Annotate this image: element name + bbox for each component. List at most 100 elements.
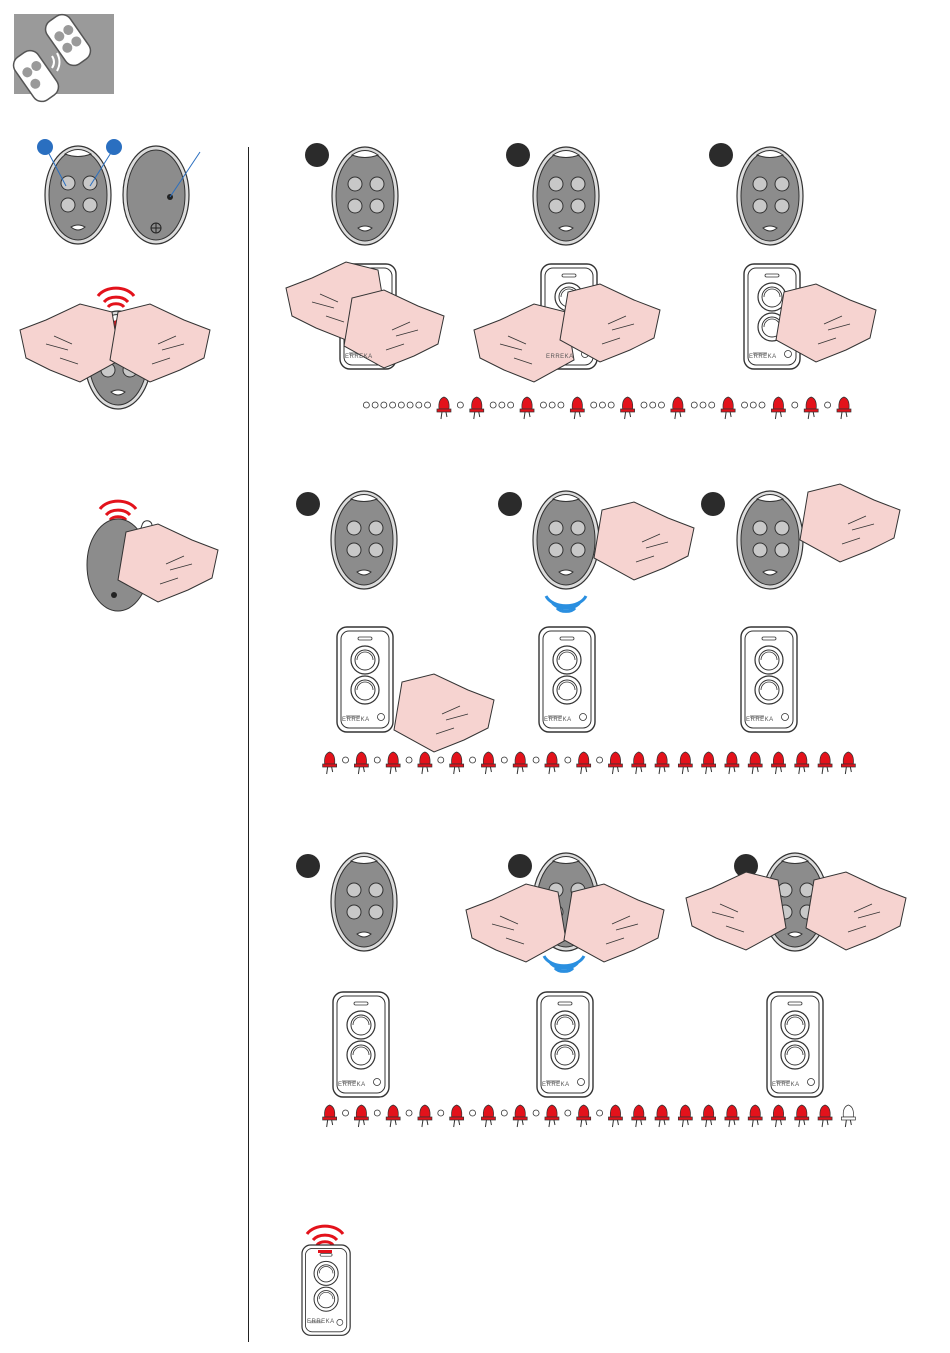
led-off-dot xyxy=(565,757,571,763)
led-off-dot xyxy=(658,402,664,408)
led-off-dot xyxy=(597,1110,603,1116)
remote-transmission-icon xyxy=(10,11,114,106)
led-red-icon xyxy=(818,752,832,774)
led-red-icon xyxy=(702,752,716,774)
step-marker-1 xyxy=(305,143,329,167)
led-red-icon xyxy=(450,1105,464,1127)
led-off-dot xyxy=(363,402,369,408)
step-marker-7 xyxy=(296,854,320,878)
led-off-dot xyxy=(565,1110,571,1116)
led-off-dot xyxy=(374,1110,380,1116)
led-off-dot xyxy=(825,402,831,408)
receiver-brand-label: ERREKA xyxy=(544,717,572,723)
led-off-dot xyxy=(457,402,463,408)
led-red-icon xyxy=(608,752,622,774)
led-off-dot xyxy=(438,757,444,763)
led-off-dot xyxy=(374,757,380,763)
led-off-dot xyxy=(599,402,605,408)
led-red-icon xyxy=(804,397,818,419)
led-red-icon xyxy=(655,1105,669,1127)
step-marker-5 xyxy=(498,492,522,516)
led-off-dot xyxy=(343,1110,349,1116)
led-off-dot xyxy=(490,402,496,408)
row3-steps xyxy=(296,853,906,1097)
two-hands-press-diagram xyxy=(20,288,210,409)
led-off-dot xyxy=(425,402,431,408)
row1-steps xyxy=(286,143,876,382)
led-red-icon xyxy=(725,752,739,774)
receiver-brand-label: ERREKA xyxy=(746,717,774,723)
led-off-dot xyxy=(709,402,715,408)
led-red-icon xyxy=(818,1105,832,1127)
led-off-dot xyxy=(540,402,546,408)
led-off-dot xyxy=(549,402,555,408)
pin-press-diagram xyxy=(87,501,218,611)
led-off-dot xyxy=(742,402,748,408)
led-off-dot xyxy=(650,402,656,408)
led-off-dot xyxy=(470,1110,476,1116)
led-red-icon xyxy=(450,752,464,774)
led-red-icon xyxy=(354,1105,368,1127)
step-marker-3 xyxy=(709,143,733,167)
info-marker-2 xyxy=(106,139,122,155)
led-red-icon xyxy=(481,1105,495,1127)
led-off-dot xyxy=(390,402,396,408)
led-red-icon xyxy=(513,752,527,774)
led-red-icon xyxy=(323,752,337,774)
led-off-dot xyxy=(533,1110,539,1116)
led-red-icon xyxy=(748,1105,762,1127)
led-off-dot xyxy=(591,402,597,408)
step-marker-8 xyxy=(508,854,532,878)
led-red-icon xyxy=(841,752,855,774)
step-marker-2 xyxy=(506,143,530,167)
led-red-icon xyxy=(771,752,785,774)
led-off-dot xyxy=(508,402,514,408)
led-off-dot xyxy=(750,402,756,408)
led-red-icon xyxy=(418,752,432,774)
led-red-icon xyxy=(795,752,809,774)
led-red-icon xyxy=(608,1105,622,1127)
led-red-icon xyxy=(678,752,692,774)
led-red-icon xyxy=(577,1105,591,1127)
led-red-icon xyxy=(545,1105,559,1127)
step-marker-6 xyxy=(701,492,725,516)
receiver-brand-label: ERREKA xyxy=(342,717,370,723)
led-off-dot xyxy=(438,1110,444,1116)
receiver-brand-label: ERREKA xyxy=(542,1082,570,1088)
led-off-dot xyxy=(558,402,564,408)
led-red-icon xyxy=(323,1105,337,1127)
led-sequence-row3 xyxy=(323,1105,856,1127)
receiver-brand-label: ERREKA xyxy=(345,354,373,360)
led-red-icon xyxy=(632,752,646,774)
led-red-icon xyxy=(354,752,368,774)
receiver-brand-label: ERREKA xyxy=(307,1319,335,1325)
led-off-dot xyxy=(470,757,476,763)
led-off-dot xyxy=(641,402,647,408)
led-off-dot xyxy=(407,402,413,408)
led-red-icon xyxy=(771,1105,785,1127)
led-red-icon xyxy=(837,397,851,419)
led-red-icon xyxy=(621,397,635,419)
led-off-dot xyxy=(381,402,387,408)
led-off-dot xyxy=(792,402,798,408)
led-off-dot xyxy=(343,757,349,763)
led-sequence-row2 xyxy=(323,752,856,774)
led-off-dot xyxy=(406,1110,412,1116)
led-red-icon xyxy=(570,397,584,419)
led-red-icon xyxy=(702,1105,716,1127)
led-red-icon xyxy=(437,397,451,419)
led-off-dot xyxy=(398,402,404,408)
receiver-brand-label: ERREKA xyxy=(338,1082,366,1088)
led-red-icon xyxy=(725,1105,739,1127)
led-off-dot xyxy=(501,1110,507,1116)
receiver-brand-label: ERREKA xyxy=(546,354,574,360)
led-off-dot xyxy=(372,402,378,408)
led-red-icon xyxy=(795,1105,809,1127)
led-red-icon xyxy=(721,397,735,419)
led-red-icon xyxy=(470,397,484,419)
led-off-dot xyxy=(691,402,697,408)
led-red-icon xyxy=(655,752,669,774)
led-red-icon xyxy=(671,397,685,419)
led-red-icon xyxy=(748,752,762,774)
row2-steps xyxy=(296,484,900,752)
